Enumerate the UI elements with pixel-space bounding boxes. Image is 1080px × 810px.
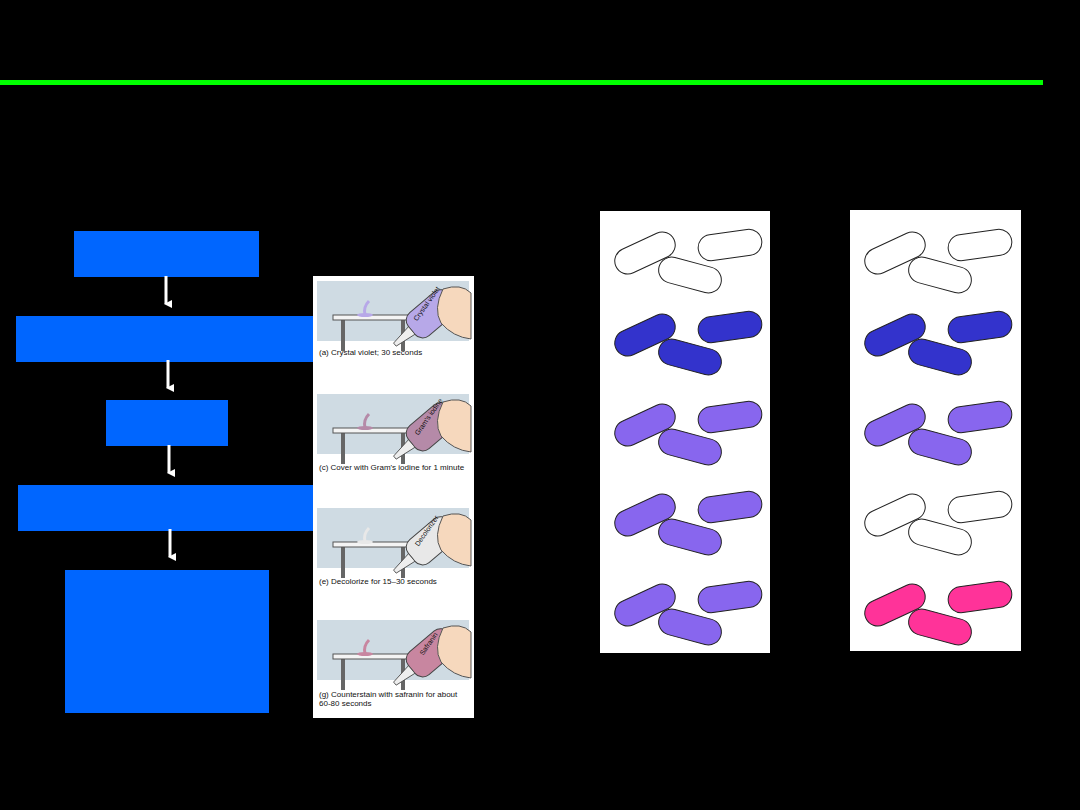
bacterial-cell (947, 400, 1014, 435)
step-caption: (a) Crystal violet; 30 seconds (319, 348, 469, 357)
step-caption: (g) Counterstain with safranin for about… (319, 690, 469, 708)
bacterial-cell (947, 580, 1014, 615)
bacterial-cell (697, 490, 764, 525)
title-rule (0, 80, 1043, 85)
bacterial-cell (906, 336, 975, 378)
bacterial-cell (947, 228, 1014, 263)
bacterial-cells (611, 228, 1014, 648)
bacterial-cell (947, 310, 1014, 345)
bacterial-cell (697, 400, 764, 435)
bacterial-cell (697, 310, 764, 345)
gram-negative-panel (850, 210, 1021, 651)
bacterial-cell (906, 606, 975, 648)
bacterial-cell (697, 228, 764, 263)
bacterial-cell (656, 516, 725, 558)
procedure-panel (313, 276, 474, 718)
bacterial-cell (656, 254, 725, 296)
safranin-step (317, 620, 471, 695)
bacterial-cell (906, 516, 975, 558)
iodine-step (317, 394, 471, 469)
bacterial-cell (947, 490, 1014, 525)
bacterial-cell (697, 580, 764, 615)
decolorizer-step (317, 508, 471, 583)
step-caption: (e) Decolorize for 15–30 seconds (319, 577, 469, 586)
gram-positive-panel (600, 211, 770, 653)
flow-arrows (166, 276, 170, 557)
bacterial-cell (906, 254, 975, 296)
bacterial-cell (656, 336, 725, 378)
flow-boxes (16, 231, 318, 713)
bacterial-cell (656, 606, 725, 648)
bacterial-cell (656, 426, 725, 468)
crystal-violet-step (317, 281, 471, 356)
bacterial-cell (906, 426, 975, 468)
step-caption: (c) Cover with Gram's iodine for 1 minut… (319, 463, 469, 472)
